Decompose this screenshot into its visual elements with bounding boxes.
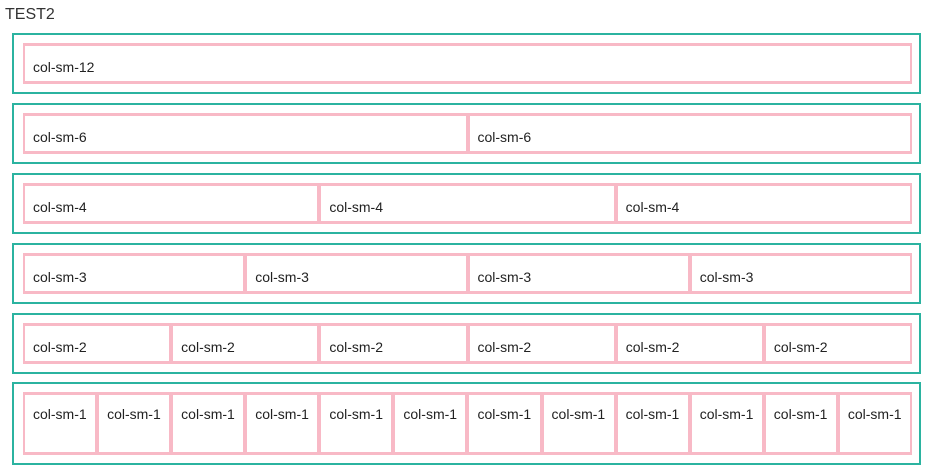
grid-row-4: col-sm-4 col-sm-4 col-sm-4 xyxy=(12,173,921,234)
grid-cell-col-sm-3: col-sm-3 xyxy=(689,253,912,294)
row-cells: col-sm-2 col-sm-2 col-sm-2 col-sm-2 col-… xyxy=(23,323,913,364)
grid-cell-col-sm-6: col-sm-6 xyxy=(23,113,468,154)
grid-cell-col-sm-2: col-sm-2 xyxy=(467,323,616,364)
grid-cell-col-sm-1: col-sm-1 xyxy=(689,392,764,455)
row-cells: col-sm-4 col-sm-4 col-sm-4 xyxy=(23,183,912,224)
grid-cell-col-sm-1: col-sm-1 xyxy=(393,392,468,455)
grid-cell-col-sm-4: col-sm-4 xyxy=(23,183,320,224)
grid-cell-col-sm-12: col-sm-12 xyxy=(23,43,912,84)
grid-row-3: col-sm-3 col-sm-3 col-sm-3 col-sm-3 xyxy=(12,243,921,304)
grid-cell-col-sm-2: col-sm-2 xyxy=(763,323,913,364)
grid-cell-col-sm-3: col-sm-3 xyxy=(467,253,690,294)
grid-cell-col-sm-1: col-sm-1 xyxy=(837,392,912,455)
row-cells: col-sm-1 col-sm-1 col-sm-1 col-sm-1 col-… xyxy=(23,392,912,455)
grid-row-1: col-sm-1 col-sm-1 col-sm-1 col-sm-1 col-… xyxy=(12,382,921,465)
grid-cell-col-sm-1: col-sm-1 xyxy=(319,392,394,455)
grid-row-6: col-sm-6 col-sm-6 xyxy=(12,103,921,164)
row-cells: col-sm-6 col-sm-6 xyxy=(23,113,912,154)
grid-cell-col-sm-3: col-sm-3 xyxy=(23,253,246,294)
page-title: TEST2 xyxy=(5,6,55,23)
grid-cell-col-sm-1: col-sm-1 xyxy=(763,392,838,455)
grid-cell-col-sm-1: col-sm-1 xyxy=(171,392,246,455)
row-cells: col-sm-3 col-sm-3 col-sm-3 col-sm-3 xyxy=(23,253,912,294)
grid-row-2: col-sm-2 col-sm-2 col-sm-2 col-sm-2 col-… xyxy=(12,313,921,374)
grid-cell-col-sm-4: col-sm-4 xyxy=(615,183,912,224)
grid-cell-col-sm-1: col-sm-1 xyxy=(23,392,98,455)
grid-cell-col-sm-3: col-sm-3 xyxy=(245,253,468,294)
grid-cell-col-sm-2: col-sm-2 xyxy=(615,323,764,364)
grid-cell-col-sm-6: col-sm-6 xyxy=(467,113,912,154)
grid-cell-col-sm-1: col-sm-1 xyxy=(615,392,690,455)
grid-cell-col-sm-1: col-sm-1 xyxy=(245,392,320,455)
grid-cell-col-sm-1: col-sm-1 xyxy=(97,392,172,455)
row-cells: col-sm-12 xyxy=(23,43,912,84)
grid-cell-col-sm-1: col-sm-1 xyxy=(467,392,542,455)
grid-cell-col-sm-2: col-sm-2 xyxy=(23,323,172,364)
grid-cell-col-sm-4: col-sm-4 xyxy=(319,183,616,224)
grid-cell-col-sm-2: col-sm-2 xyxy=(319,323,468,364)
grid-cell-col-sm-2: col-sm-2 xyxy=(171,323,320,364)
grid-cell-col-sm-1: col-sm-1 xyxy=(541,392,616,455)
grid-row-12: col-sm-12 xyxy=(12,33,921,94)
